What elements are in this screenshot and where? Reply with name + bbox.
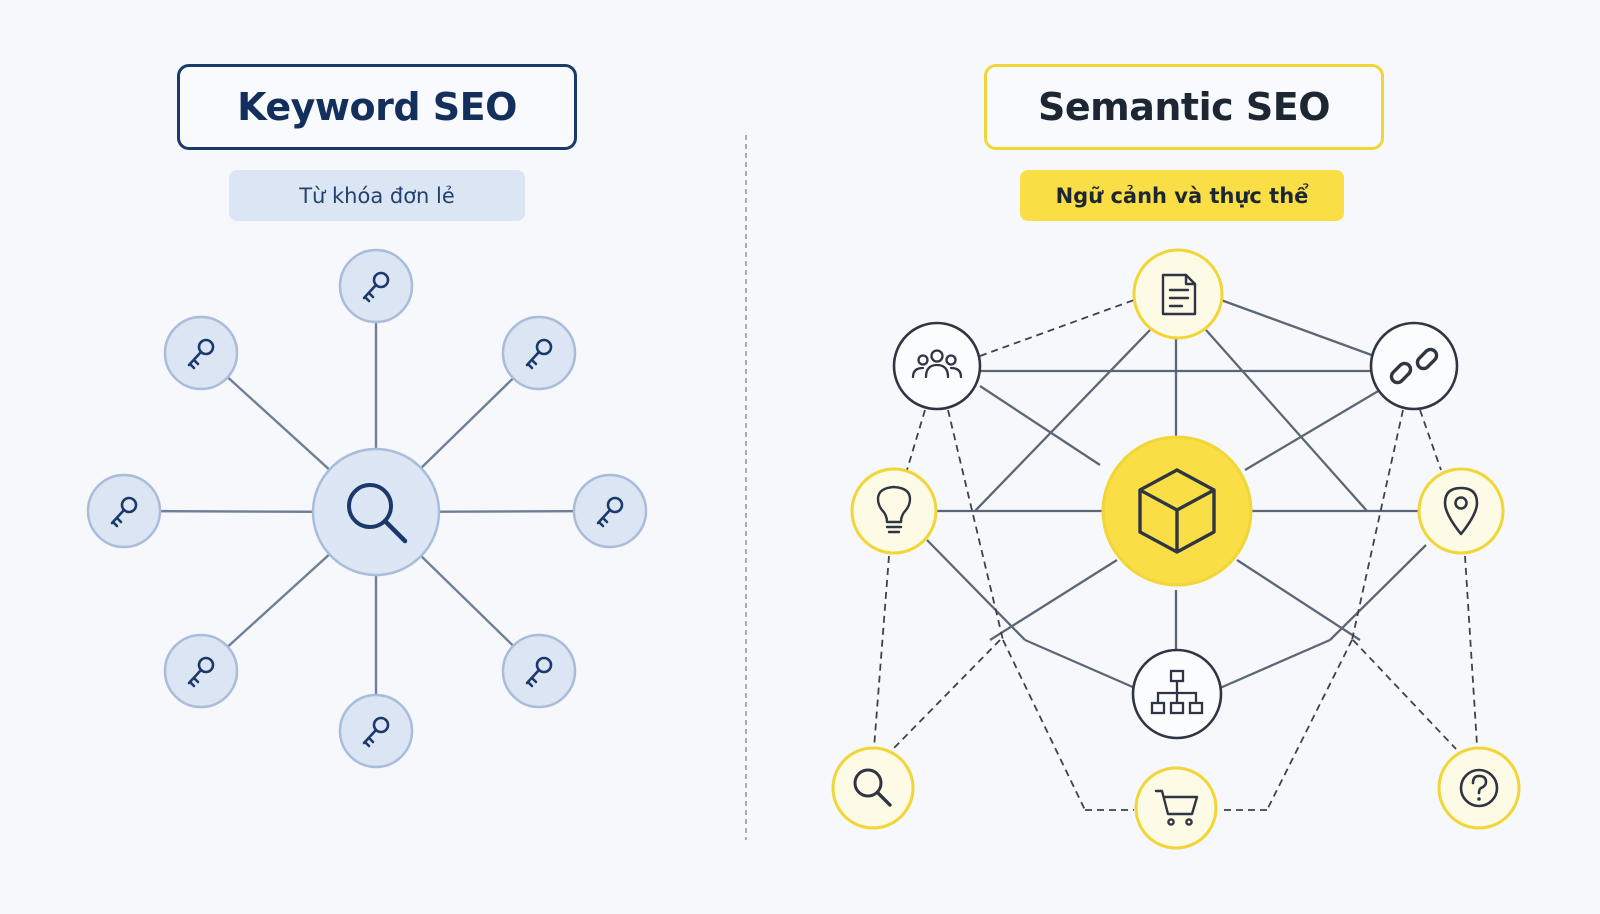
semantic-network	[831, 248, 1521, 850]
semantic-node-location	[1417, 467, 1505, 555]
semantic-seo-subtitle: Ngữ cảnh và thực thể	[1020, 170, 1344, 221]
semantic-dashed-links	[873, 299, 1478, 811]
cube-icon	[1138, 468, 1216, 554]
cart-icon	[1154, 789, 1199, 826]
semantic-node-question	[1437, 746, 1521, 830]
keyword-center-node	[311, 447, 441, 577]
lightbulb-icon	[876, 485, 912, 534]
search-icon	[347, 483, 408, 544]
semantic-node-search	[831, 746, 915, 830]
semantic-center-node	[1101, 435, 1253, 587]
location-pin-icon	[1443, 486, 1479, 536]
key-node	[338, 693, 414, 769]
key-node	[338, 248, 414, 324]
key-node	[86, 473, 162, 549]
key-node	[163, 633, 239, 709]
question-icon-dot	[1477, 797, 1481, 801]
semantic-node-hierarchy	[1131, 648, 1223, 740]
people-icon	[911, 349, 963, 379]
semantic-seo-title: Semantic SEO	[984, 64, 1384, 150]
semantic-node-lightbulb	[850, 467, 938, 555]
document-icon	[1161, 273, 1197, 316]
hierarchy-icon	[1150, 669, 1204, 715]
search-icon	[853, 768, 892, 807]
semantic-node-link	[1369, 321, 1459, 411]
keyword-hub	[86, 248, 648, 769]
semantic-node-document	[1132, 248, 1224, 340]
key-node	[163, 315, 239, 391]
key-node	[501, 633, 577, 709]
link-icon	[1389, 347, 1439, 385]
key-node	[501, 315, 577, 391]
keyword-seo-title: Keyword SEO	[177, 64, 577, 150]
semantic-node-people	[892, 321, 982, 411]
question-icon	[1459, 768, 1499, 808]
key-node	[572, 473, 648, 549]
semantic-node-cart	[1134, 766, 1218, 850]
keyword-seo-subtitle: Từ khóa đơn lẻ	[229, 170, 525, 221]
